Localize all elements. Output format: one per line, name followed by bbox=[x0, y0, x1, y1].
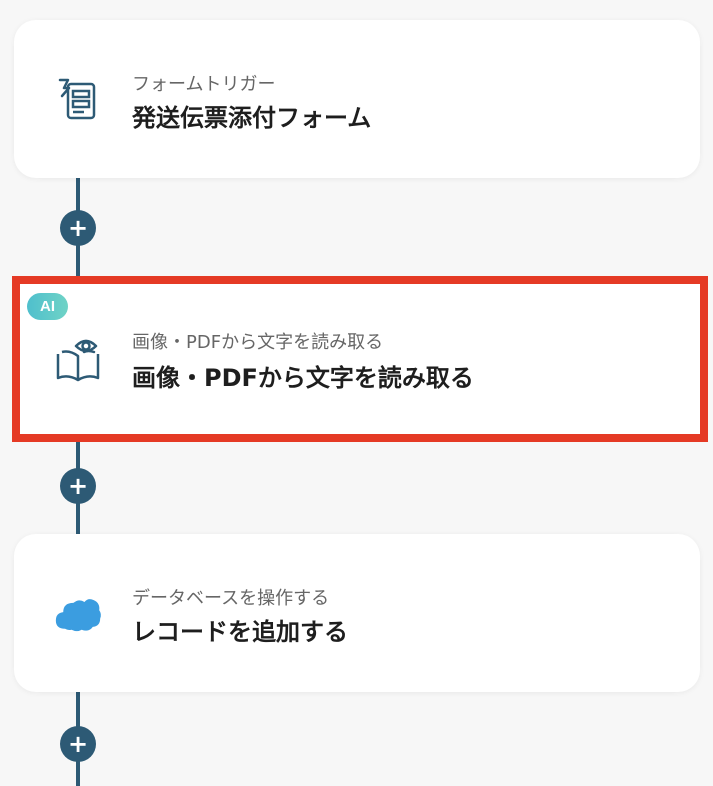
add-step-button[interactable]: + bbox=[60, 210, 96, 246]
step-title: 発送伝票添付フォーム bbox=[132, 104, 372, 132]
add-step-button[interactable]: + bbox=[60, 726, 96, 762]
step-card-form-trigger[interactable]: フォームトリガー 発送伝票添付フォーム bbox=[14, 20, 700, 178]
step-subtitle: 画像・PDFから文字を読み取る bbox=[132, 332, 384, 353]
step-title: レコードを追加する bbox=[132, 618, 348, 646]
step-card-ocr[interactable]: 画像・PDFから文字を読み取る 画像・PDFから文字を読み取る bbox=[20, 284, 700, 434]
form-icon bbox=[54, 76, 102, 124]
step-subtitle: フォームトリガー bbox=[132, 74, 276, 95]
step-title: 画像・PDFから文字を読み取る bbox=[132, 364, 474, 392]
step-card-database[interactable]: データベースを操作する レコードを追加する bbox=[14, 534, 700, 692]
cloud-icon bbox=[54, 590, 102, 638]
book-eye-icon bbox=[54, 336, 102, 384]
ai-badge: AI bbox=[27, 293, 68, 320]
add-step-button[interactable]: + bbox=[60, 468, 96, 504]
step-subtitle: データベースを操作する bbox=[132, 588, 330, 609]
